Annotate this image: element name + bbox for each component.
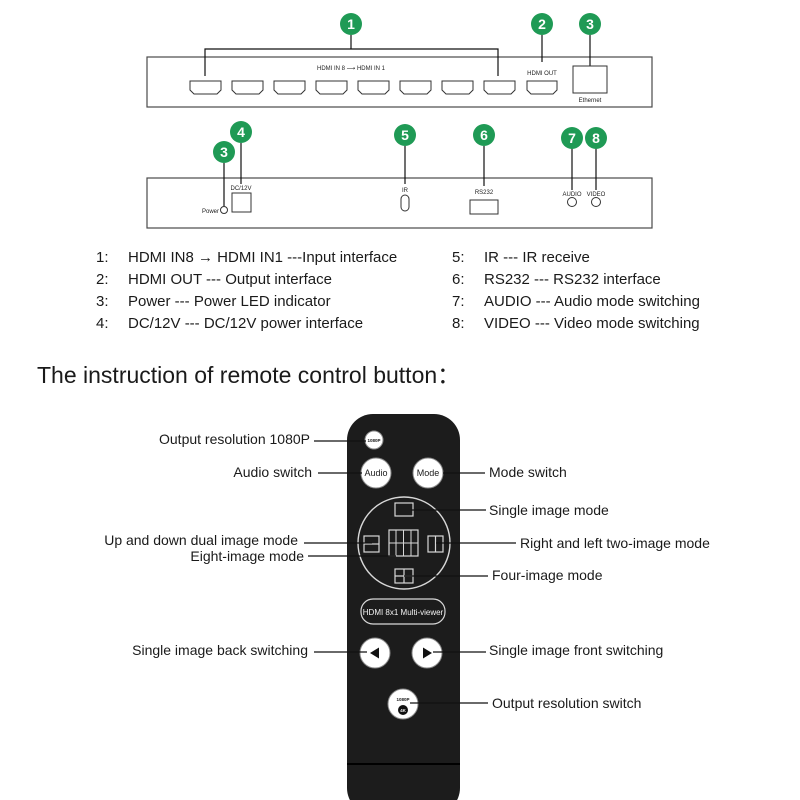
legend-item: 2:HDMI OUT --- Output interface	[96, 271, 332, 288]
remote-audio-button[interactable]: Audio	[360, 457, 392, 489]
badge-4: 4	[230, 121, 252, 143]
remote-section-heading: The instruction of remote control button…	[37, 362, 461, 388]
svg-text:7: 7	[568, 130, 576, 146]
hdmi-input-port	[273, 80, 306, 95]
hdmi-input-port	[315, 80, 348, 95]
hdmi-input-port	[399, 80, 432, 95]
callout-audio-switch: Audio switch	[233, 464, 312, 480]
up-down-dual-button-icon[interactable]	[363, 535, 380, 553]
svg-text:HDMI 8x1 Multi-viewer: HDMI 8x1 Multi-viewer	[363, 608, 444, 617]
callout-single-image: Single image mode	[489, 502, 609, 518]
legend-item: 1:HDMI IN8 → HDMI IN1 ---Input interface	[96, 249, 398, 266]
eight-image-button-icon[interactable]	[388, 529, 419, 557]
ethernet-label: Ethernet	[579, 98, 602, 104]
front-panel: Power DC/12V IR RS232 AUDIO VIDEO 3 4	[146, 121, 653, 229]
callout-right-left-two: Right and left two-image mode	[520, 535, 710, 551]
callout-four-image: Four-image mode	[492, 567, 603, 583]
remote-back-button[interactable]	[359, 637, 391, 669]
svg-text:1: 1	[347, 16, 355, 32]
callout-output-1080p: Output resolution 1080P	[159, 431, 310, 447]
dc12v-label: DC/12V	[230, 186, 251, 192]
svg-text:8: 8	[592, 130, 600, 146]
badge-2: 2	[531, 13, 553, 35]
hdmi-input-port	[483, 80, 516, 95]
hdmi-out-port	[526, 80, 558, 95]
legend-item: 8:VIDEO --- Video mode switching	[452, 315, 700, 332]
remote-mode-button[interactable]: Mode	[412, 457, 444, 489]
hdmi-range-label: HDMI IN 8 ⟶ HDMI IN 1	[317, 66, 386, 72]
legend-item: 6:RS232 --- RS232 interface	[452, 271, 661, 288]
badge-1: 1	[340, 13, 362, 35]
audio-label: AUDIO	[562, 192, 581, 198]
rear-panel: HDMI IN 8 ⟶ HDMI IN 1 HDMI OUT Ethernet …	[146, 13, 653, 108]
badge-5: 5	[394, 124, 416, 146]
ir-label: IR	[402, 188, 409, 194]
callout-back-switch: Single image back switching	[132, 642, 308, 658]
svg-text:3: 3	[220, 144, 228, 160]
remote-brand-label: HDMI 8x1 Multi-viewer	[360, 598, 446, 625]
legend-item: 4:DC/12V --- DC/12V power interface	[96, 315, 364, 332]
badge-3-front: 3	[213, 141, 235, 163]
legend-item: 7:AUDIO --- Audio mode switching	[452, 293, 700, 310]
svg-text:4K: 4K	[400, 708, 407, 713]
svg-text:5: 5	[401, 127, 409, 143]
badge-7: 7	[561, 127, 583, 149]
svg-text:1080P: 1080P	[367, 438, 380, 443]
svg-text:1080P: 1080P	[396, 697, 409, 702]
power-led	[220, 206, 228, 214]
video-label: VIDEO	[587, 192, 606, 198]
legend-left: 1:HDMI IN8 → HDMI IN1 ---Input interface…	[96, 247, 397, 335]
audio-button	[567, 197, 577, 207]
legend-right: 5:IR --- IR receive 6:RS232 --- RS232 in…	[452, 247, 700, 335]
hdmi-input-ports	[189, 80, 516, 95]
hdmi-input-port	[441, 80, 474, 95]
callout-resolution-switch: Output resolution switch	[492, 695, 642, 711]
svg-text:Audio: Audio	[364, 468, 387, 478]
badge-3-rear: 3	[579, 13, 601, 35]
hdmi-input-port	[189, 80, 222, 95]
arrow-left-icon	[370, 647, 379, 659]
legend-item: 3:Power --- Power LED indicator	[96, 293, 331, 310]
badge-6: 6	[473, 124, 495, 146]
arrow-right-icon	[423, 647, 432, 659]
right-left-two-button-icon[interactable]	[427, 535, 444, 553]
svg-text:6: 6	[480, 127, 488, 143]
svg-text:Mode: Mode	[417, 468, 440, 478]
callout-up-down-dual: Up and down dual image mode	[104, 532, 298, 548]
callout-front-switch: Single image front switching	[489, 642, 664, 658]
video-button	[591, 197, 601, 207]
rs232-label: RS232	[475, 190, 494, 196]
remote-front-button[interactable]	[411, 637, 443, 669]
legend-item: 5:IR --- IR receive	[452, 249, 590, 266]
svg-text:3: 3	[586, 16, 594, 32]
svg-text:2: 2	[538, 16, 546, 32]
hdmi-input-port	[357, 80, 390, 95]
dc12v-jack	[231, 192, 252, 213]
callout-leader-lines	[304, 440, 516, 704]
badge-8: 8	[585, 127, 607, 149]
remote-1080p-button[interactable]: 1080P	[364, 430, 384, 450]
ethernet-port	[572, 65, 608, 94]
ir-receiver	[400, 194, 410, 212]
hdmi-input-port	[231, 80, 264, 95]
remote-resolution-button[interactable]: 1080P 4K	[387, 688, 419, 720]
callout-mode-switch: Mode switch	[489, 464, 567, 480]
svg-text:4: 4	[237, 124, 245, 140]
hdmi-out-label: HDMI OUT	[527, 71, 557, 77]
power-label: Power	[202, 209, 219, 215]
remote-control: 1080P Audio Mode	[347, 414, 460, 800]
rs232-port	[469, 199, 499, 215]
callout-eight-image: Eight-image mode	[190, 548, 304, 564]
